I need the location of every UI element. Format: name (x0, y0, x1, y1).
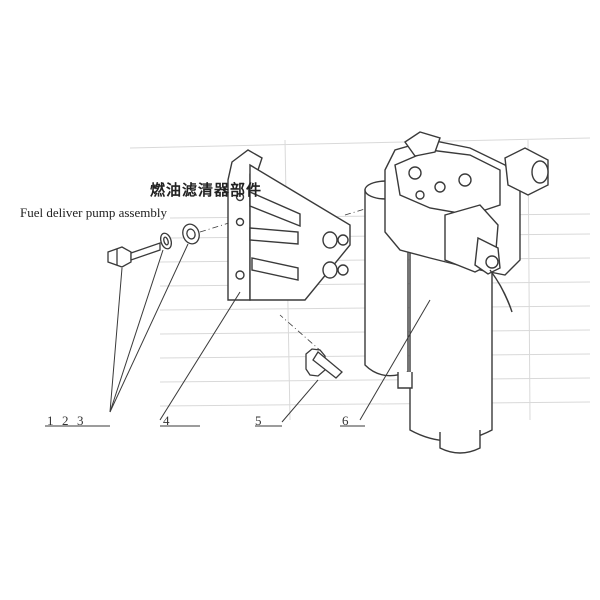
callout-label-6: 6 (342, 413, 349, 428)
callout-label-1: 1 (47, 413, 54, 428)
part-spring-washer-2 (159, 232, 173, 250)
callout-label-3: 3 (77, 413, 84, 428)
diagram-title-english: Fuel deliver pump assembly (20, 205, 167, 220)
callout-label-5: 5 (255, 413, 262, 428)
assembly-axis-line-3 (279, 314, 323, 353)
part-bolt-1 (107, 242, 161, 268)
part-mounting-bracket-4 (227, 149, 351, 301)
part-bolt-5 (305, 348, 343, 379)
part-flat-washer-3 (182, 223, 200, 245)
part-fuel-filter-6 (364, 131, 549, 454)
callout-leaders (45, 243, 431, 427)
callout-label-2: 2 (62, 413, 69, 428)
diagram-title-chinese: 燃油滤清器部件 (150, 181, 263, 199)
callout-label-4: 4 (163, 413, 170, 428)
